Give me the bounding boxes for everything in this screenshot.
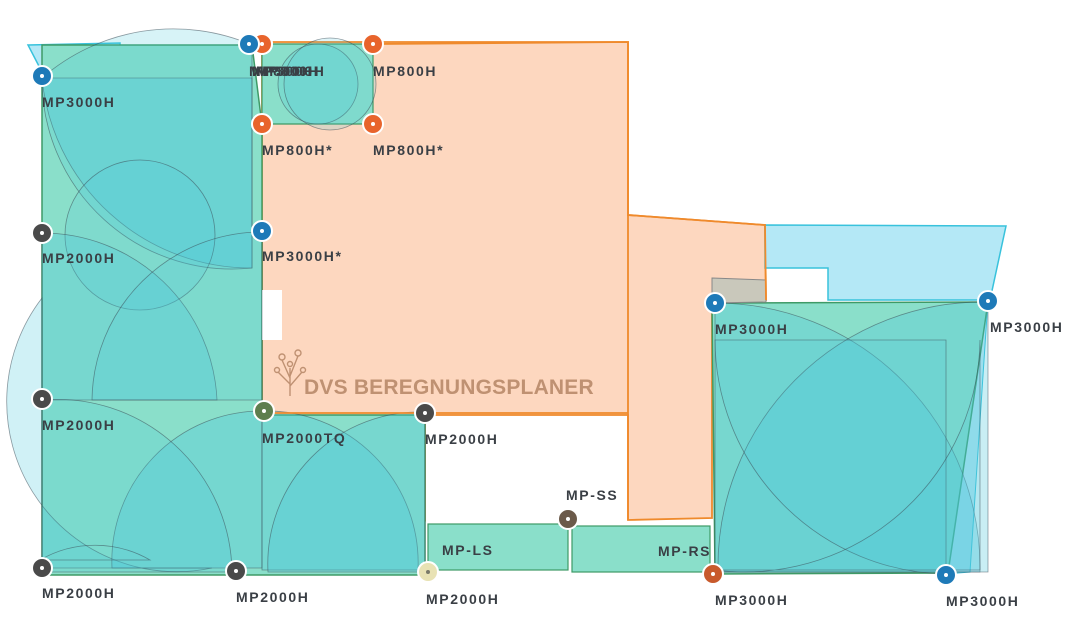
arc-q [38, 544, 152, 561]
areas [26, 41, 1007, 576]
sprinkler-head[interactable] [31, 65, 53, 87]
sprinkler-label: MP3000H [946, 593, 1019, 609]
sprinkler-center [423, 411, 427, 415]
sprinkler-center [711, 572, 715, 576]
sprinkler-label: MP2000H [425, 431, 498, 447]
sprinkler-label: MP3000H [252, 63, 325, 79]
arc-a [41, 77, 253, 269]
sprinkler-center [713, 301, 717, 305]
sprinkler-label: MP800H [249, 63, 313, 79]
sprinkler-center [260, 42, 264, 46]
arc-n [714, 339, 981, 573]
sprinkler-head[interactable] [31, 222, 53, 244]
sprinkler-head[interactable] [238, 33, 260, 55]
sprinkler-head[interactable] [362, 33, 384, 55]
strip-left [427, 523, 569, 571]
arc-p [283, 37, 377, 131]
sprinkler-head[interactable] [414, 402, 436, 424]
sprinkler-center [371, 122, 375, 126]
sprinkler-label: MP3000H* [262, 248, 343, 264]
sprinkler-head[interactable] [702, 563, 724, 585]
watermark-logo-icon [273, 349, 307, 396]
sprinkler-head[interactable] [31, 388, 53, 410]
sprinkler-center [986, 299, 990, 303]
sprinkler-head[interactable] [251, 220, 273, 242]
coverage-arcs [6, 28, 989, 575]
sprinkler-center [40, 397, 44, 401]
sprinkler-center [426, 570, 430, 574]
sprinkler-label: MP3000H [715, 321, 788, 337]
sprinkler-head[interactable] [557, 508, 579, 530]
sprinkler-label: MP800H* [262, 142, 333, 158]
arc-i [267, 411, 426, 573]
arc-m [714, 339, 947, 575]
sprinkler-head[interactable] [253, 400, 275, 422]
sprinkler-center [247, 42, 251, 46]
sprinkler-center [262, 409, 266, 413]
sprinkler-head[interactable] [251, 113, 273, 135]
arc-d [41, 232, 218, 401]
sprinkler-head[interactable] [31, 557, 53, 579]
sprinkler-label: MP3000H [715, 592, 788, 608]
strip-label-left: MP-LS [442, 542, 494, 558]
arc-l [717, 301, 989, 573]
sprinkler-center [40, 74, 44, 78]
sprinkler-label: MP800H [256, 63, 320, 79]
strip-label-right: MP-RS [658, 543, 711, 559]
lawn-left [41, 44, 426, 576]
sprinkler-center [944, 573, 948, 577]
sprinkler-center [566, 517, 570, 521]
light-blue-area-right [764, 224, 1007, 301]
sprinkler-label: MP800H [373, 63, 437, 79]
sprinkler-label: MP-SS [566, 487, 618, 503]
strip-right [571, 525, 711, 573]
sprinkler-center [40, 231, 44, 235]
arc-e [6, 296, 213, 573]
sprinkler-label: MP3000H [990, 319, 1063, 335]
sprinklers [31, 33, 999, 586]
arc-c [64, 159, 216, 311]
arc-o [277, 43, 359, 125]
sprinkler-center [234, 569, 238, 573]
arc-j [91, 231, 263, 401]
sprinkler-label: MP2000H [236, 589, 309, 605]
arc-b [41, 28, 253, 270]
sprinkler-center [260, 229, 264, 233]
sprinkler-label: MP2000TQ [262, 430, 346, 446]
arc-h [261, 410, 419, 571]
house-notch [262, 290, 282, 340]
sprinkler-label: MP800H* [373, 142, 444, 158]
sprinkler-head[interactable] [977, 290, 999, 312]
sprinkler-head[interactable] [225, 560, 247, 582]
arc-f [111, 410, 263, 569]
sprinkler-head[interactable] [417, 561, 439, 583]
sprinkler-center [260, 122, 264, 126]
sprinkler-head[interactable] [704, 292, 726, 314]
sprinkler-label: MP2000H [42, 585, 115, 601]
sprinkler-center [371, 42, 375, 46]
watermark-text: DVS BEREGNUNGSPLANER [304, 376, 594, 399]
sprinkler-label: MP3000H [42, 94, 115, 110]
watermark: DVS BEREGNUNGSPLANER [273, 349, 594, 399]
sprinkler-head[interactable] [935, 564, 957, 586]
arc-k [714, 302, 981, 573]
sprinkler-label: MP2000H [42, 417, 115, 433]
sprinkler-center [40, 566, 44, 570]
sprinkler-label: MP2000H [426, 591, 499, 607]
sprinkler-labels: MP3000H MP800H MP800H MP800H MP800H* MP8… [42, 63, 1063, 609]
arc-g [41, 399, 233, 573]
sprinkler-head[interactable] [362, 113, 384, 135]
sprinkler-label: MP2000H [42, 250, 115, 266]
